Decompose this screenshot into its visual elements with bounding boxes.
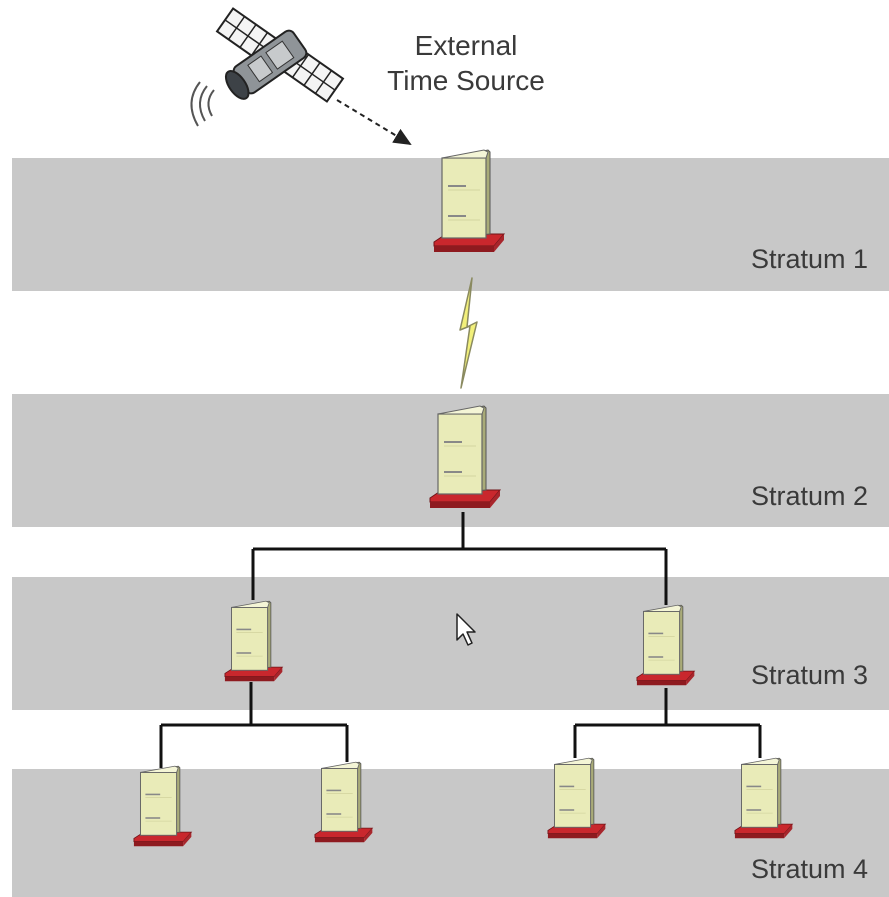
stratum-3-server-right — [632, 602, 696, 690]
stratum-3-label: Stratum 3 — [751, 660, 869, 690]
tree-lines — [159, 512, 762, 768]
stratum-2-label: Stratum 2 — [751, 481, 869, 511]
stratum-3-band — [12, 577, 889, 710]
server-icon — [314, 761, 374, 843]
stratum-2-server — [424, 402, 502, 514]
mouse-cursor-icon — [456, 613, 476, 646]
stratum-4-label: Stratum 4 — [751, 854, 869, 884]
server-icon — [734, 757, 794, 839]
source-label-line2: Time Source — [387, 65, 545, 96]
server-icon — [547, 757, 607, 839]
stratum-4-server-1 — [129, 763, 193, 851]
server-icon — [433, 149, 506, 252]
stratum-4-server-2 — [310, 759, 374, 847]
stratum-4-server-4 — [730, 755, 794, 843]
stratum-1-label: Stratum 1 — [751, 244, 869, 274]
source-sync-arrow — [336, 99, 412, 146]
stratum-4-server-3 — [543, 755, 607, 843]
external-time-source-label: External Time Source — [366, 28, 566, 98]
server-icon — [636, 604, 696, 686]
stratum-1-server — [428, 146, 506, 258]
server-icon — [133, 765, 193, 847]
server-icon — [224, 600, 284, 682]
satellite-icon — [190, 7, 345, 127]
source-label-line1: External — [414, 30, 518, 61]
stratum-3-server-left — [220, 598, 284, 686]
server-icon — [429, 405, 502, 508]
lightning-bolt-icon — [459, 277, 478, 389]
